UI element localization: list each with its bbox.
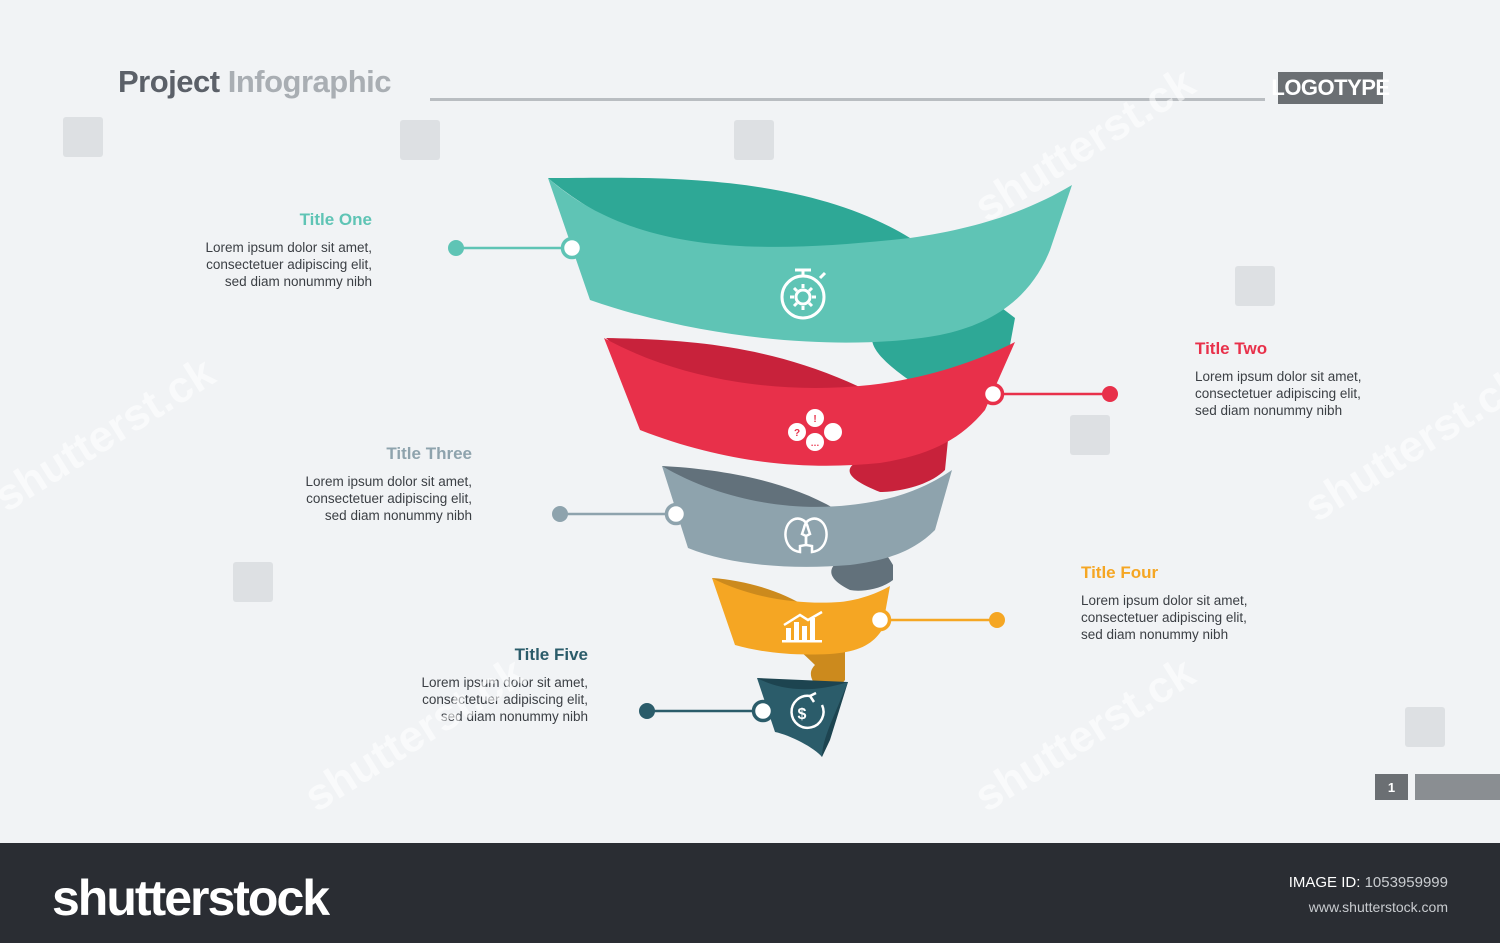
header-divider xyxy=(430,98,1265,101)
funnel-band-2 xyxy=(604,338,1015,466)
item-5-title: Title Five xyxy=(514,645,588,664)
page-number: 1 xyxy=(1375,774,1408,800)
funnel-band-1 xyxy=(548,178,1072,343)
watermark-square xyxy=(63,117,103,157)
connector-1 xyxy=(448,236,584,260)
page-title: Project Infographic xyxy=(118,64,392,100)
watermark-square xyxy=(400,120,440,160)
slide: Project Infographic LOGOTYPE ! xyxy=(63,64,1500,800)
funnel-diagram: ! ? … $ xyxy=(448,177,1118,757)
item-2-text: Lorem ipsum dolor sit amet, consectetuer… xyxy=(1195,369,1362,418)
watermark-square xyxy=(1405,707,1445,747)
question-exclamation-bubbles-icon: ! ? … xyxy=(788,409,842,451)
svg-text:?: ? xyxy=(794,428,800,439)
watermark-square xyxy=(1235,266,1275,306)
watermark-square xyxy=(233,562,273,602)
image-id-value: 1053959999 xyxy=(1364,874,1448,891)
svg-text:…: … xyxy=(811,438,820,448)
item-3-title: Title Three xyxy=(386,444,472,463)
item-5: Title Five Lorem ipsum dolor sit amet, c… xyxy=(421,645,588,725)
dollar-cycle-icon: $ xyxy=(790,691,825,730)
watermark-square xyxy=(1070,415,1110,455)
item-1-title: Title One xyxy=(299,210,372,229)
item-3-text: Lorem ipsum dolor sit amet, consectetuer… xyxy=(305,474,472,523)
footer-site-url: www.shutterstock.com xyxy=(1308,899,1448,915)
item-2: Title Two Lorem ipsum dolor sit amet, co… xyxy=(1195,339,1362,419)
item-1-text: Lorem ipsum dolor sit amet, consectetuer… xyxy=(205,240,372,289)
connector-4 xyxy=(868,608,1005,632)
svg-text:!: ! xyxy=(813,414,816,425)
page-title-word-2: Infographic xyxy=(227,64,392,99)
item-4-text: Lorem ipsum dolor sit amet, consectetuer… xyxy=(1081,593,1248,642)
item-3: Title Three Lorem ipsum dolor sit amet, … xyxy=(305,444,472,524)
item-2-title: Title Two xyxy=(1195,339,1268,358)
image-id-row: IMAGE ID: 1053959999 xyxy=(1289,874,1448,891)
two-heads-icon xyxy=(784,517,828,554)
connector-3 xyxy=(552,502,688,526)
item-4: Title Four Lorem ipsum dolor sit amet, c… xyxy=(1081,563,1248,643)
funnel-band-5 xyxy=(757,678,848,757)
funnel-band-3 xyxy=(662,466,952,567)
item-4-title: Title Four xyxy=(1081,563,1159,582)
logo: LOGOTYPE xyxy=(1271,72,1390,104)
page-title-word-1: Project xyxy=(118,64,220,99)
svg-text:$: $ xyxy=(798,706,807,723)
image-id-label: IMAGE ID: xyxy=(1288,874,1361,891)
footer-brand: shutterstock xyxy=(52,870,330,926)
watermark-square xyxy=(734,120,774,160)
connector-5 xyxy=(639,699,775,723)
bar-chart-icon xyxy=(782,610,823,643)
footer-bar: shutterstock IMAGE ID: 1053959999 www.sh… xyxy=(0,843,1500,943)
item-5-text: Lorem ipsum dolor sit amet, consectetuer… xyxy=(421,675,588,724)
item-1: Title One Lorem ipsum dolor sit amet, co… xyxy=(205,210,372,290)
page-bar xyxy=(1415,774,1500,800)
stopwatch-gear-icon xyxy=(780,268,827,320)
connector-2 xyxy=(981,382,1118,406)
